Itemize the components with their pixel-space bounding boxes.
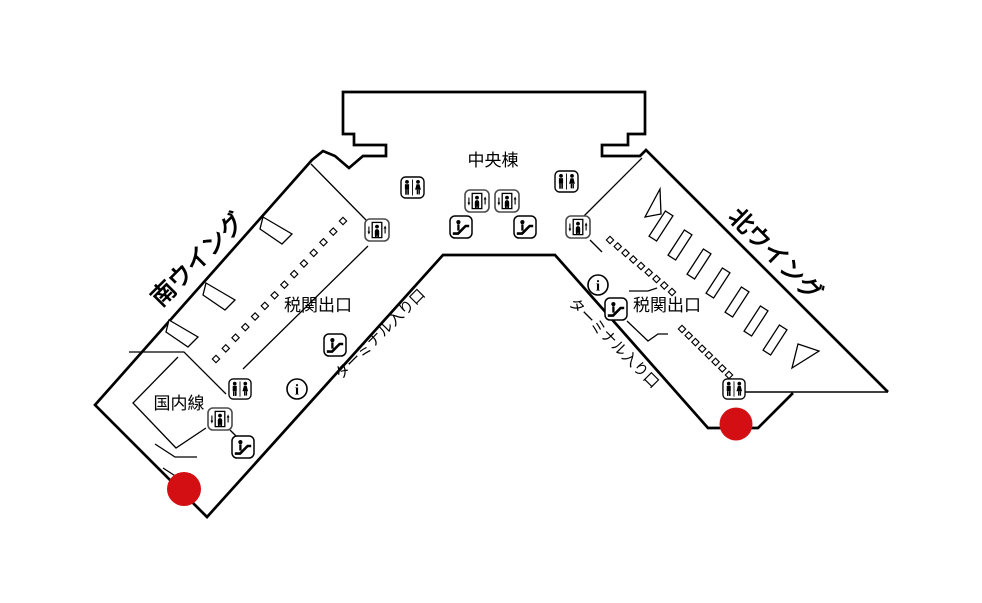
customs-line-dot [659,281,669,290]
belt-bar [648,210,674,242]
customs-line-north-upper [605,235,677,297]
counter-shape [202,282,237,311]
customs-line-dot [717,363,727,373]
belt-bar [743,305,769,337]
customs-line-dot [231,333,241,343]
customs-line-south [211,216,348,364]
customs-line-dot [704,350,714,360]
customs-line-dot [299,258,309,268]
customs-line-dot [621,248,630,258]
customs-line-dot [677,324,687,334]
customs-line-dot [667,287,677,297]
counter-shape [259,216,294,245]
customs-line-dot [652,274,661,284]
customs-line-dot [697,344,707,354]
customs-line-dot [279,280,289,290]
belt-bar [686,248,712,280]
belt-bar [724,286,750,318]
customs-line-dot [605,235,615,245]
belt-bar [705,267,731,299]
elevator-icon [494,189,520,213]
restroom-icon [228,378,252,400]
north-wing-inner-wall-upper [582,157,643,218]
customs-exit-south-label: 税関出口 [284,296,352,316]
escalator-icon [513,215,537,239]
elevator-icon [565,215,591,239]
customs-line-dot [684,331,694,341]
escalator-icon [231,435,255,459]
customs-line-dot [328,227,338,237]
south-wing-inner-wall-lower [242,245,369,370]
customs-line-dot [250,312,260,322]
customs-line-dot [260,301,270,311]
belt-bar [762,324,788,356]
restroom-icon [554,170,579,193]
customs-line-dot [644,268,654,277]
customs-line-dot [690,337,700,347]
customs-line-dot [240,322,250,332]
domestic-flights-label: 国内線 [154,394,205,414]
customs-line-dot [628,255,638,264]
customs-line-dot [724,370,734,380]
interior-walls [129,157,668,493]
customs-line-dot [309,248,319,258]
belt-end-triangle [790,343,821,370]
elevator-icon [464,189,490,213]
north-wing-baggage-belts [643,186,821,370]
customs-line-dot [289,269,299,279]
customs-line-dot [221,343,231,353]
customs-line-dot [270,290,280,300]
belt-bar [667,229,693,261]
north-customs-step-lower [626,320,668,342]
restroom-icon [722,378,746,400]
south-wing-counters [165,216,294,348]
customs-line-dot [318,237,328,247]
customs-line-north-lower [677,324,734,380]
information-icon: i [286,378,308,400]
main-outline [93,90,889,519]
customs-line-dot [338,216,348,226]
belt-end-triangle [643,186,662,218]
counter-shape [165,319,200,348]
central-building-label: 中央棟 [468,151,519,171]
customs-exit-north-label: 税関出口 [633,296,701,316]
escalator-icon [449,215,473,239]
south-wing-entrance-marker[interactable] [167,472,201,506]
facility-icons: i i [207,170,746,459]
customs-line-dot [211,354,221,364]
customs-line-dot [613,242,623,251]
domestic-room-outline [132,356,207,449]
south-wing-inner-wall-upper [310,163,367,221]
escalator-icon [323,333,347,357]
escalator-icon [604,297,628,321]
north-wing-entrance-marker[interactable] [719,407,753,441]
north-wing-inner-wall-mid [589,239,603,253]
information-glyph: i [295,383,299,399]
domestic-room-top [129,351,227,395]
customs-line-dot [636,261,646,271]
restroom-icon [400,176,425,199]
terminal-outline [93,90,889,519]
information-glyph: i [596,279,600,295]
south-entrance-notch [154,443,197,458]
information-icon: i [587,274,609,296]
elevator-icon [207,407,233,431]
customs-line-dot [711,357,721,367]
elevator-icon [364,218,390,242]
north-customs-step-upper [629,287,658,292]
south-wing-label: 南ウイング [145,207,250,312]
